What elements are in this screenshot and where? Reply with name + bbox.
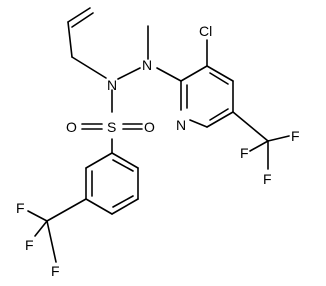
- bond-b1-b2: [111, 152, 139, 169]
- bond-c6-npyr: [189, 119, 208, 128]
- bond-allyl-c3-n1: [71, 56, 107, 79]
- bond-cf3l-f2: [34, 220, 48, 237]
- bond-c5-c6: [206, 111, 234, 128]
- bond-cf3r-f3: [249, 140, 269, 152]
- bond-allyl-c1-c2-double: [71, 12, 94, 28]
- atom-cl: Cl: [199, 23, 212, 39]
- atom-n2: N: [142, 57, 152, 73]
- bond-b4-b5: [85, 198, 113, 215]
- bond-cf3l-f3: [46, 220, 57, 263]
- atom-f-right-1: F: [291, 128, 300, 144]
- bond-c3-c4: [206, 65, 234, 82]
- bond-b3-b4: [111, 198, 139, 215]
- atom-o2: O: [144, 119, 155, 135]
- bond-n1-n2: [117, 67, 141, 80]
- atom-n1: N: [107, 77, 117, 93]
- atom-f-left-1: F: [16, 200, 25, 216]
- atom-f-right-2: F: [263, 171, 272, 187]
- bond-c5-cf3: [232, 111, 269, 142]
- bond-b5-cf3: [46, 198, 87, 222]
- bond-n2-c2: [156, 67, 182, 82]
- bond-b3-b4-inner: [112, 195, 134, 208]
- bond-c2-c3: [180, 65, 208, 82]
- atom-s: S: [107, 119, 116, 135]
- bond-b6-b1: [85, 152, 113, 169]
- bond-c3-c4-inner: [209, 72, 229, 85]
- bond-b1-b2-inner: [112, 159, 134, 172]
- atom-o1: O: [66, 119, 77, 135]
- bonds: [27, 7, 290, 263]
- atom-f-right-3: F: [240, 145, 249, 161]
- bond-allyl-c1-c3: [67, 21, 73, 58]
- bond-cf3r-f1: [267, 135, 290, 142]
- bond-c5-c6-inner: [209, 108, 229, 121]
- bond-cf3l-f1: [27, 210, 48, 222]
- atom-f-left-3: F: [51, 263, 60, 279]
- atom-f-left-2: F: [25, 237, 34, 253]
- bond-allyl-c1-c2: [67, 7, 91, 23]
- atom-labels: N N S O O Cl N F F F F F F: [16, 23, 300, 279]
- atom-n-pyridine: N: [176, 117, 186, 133]
